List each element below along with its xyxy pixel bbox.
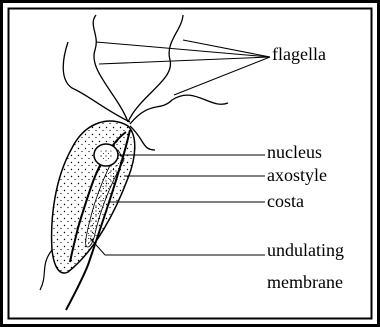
- axostyle-label: axostyle: [267, 165, 327, 185]
- flagella-label: flagella: [272, 44, 326, 64]
- posterior-flagellum: [40, 250, 52, 290]
- flagella-leaders: [96, 40, 270, 95]
- costa-label: costa: [267, 191, 304, 211]
- undulating-label: undulating: [267, 240, 344, 260]
- nucleus-label: nucleus: [267, 142, 322, 162]
- nucleus-inner: [99, 149, 113, 161]
- membrane-label: membrane: [267, 272, 343, 292]
